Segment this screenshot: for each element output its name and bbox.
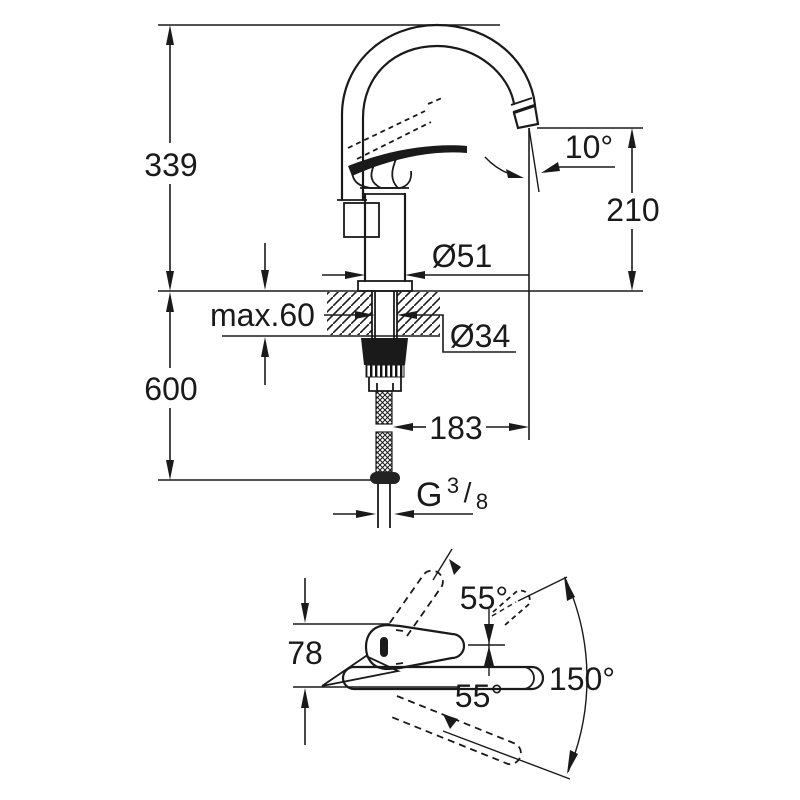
label-handle-swing-up: 55° xyxy=(460,580,508,616)
spout-outer-arc xyxy=(340,23,537,202)
label-overall-height: 339 xyxy=(144,147,197,183)
dim-78: 78 xyxy=(287,578,323,745)
spout-plan xyxy=(341,665,545,691)
dim-183: 183 xyxy=(393,410,529,446)
spout-inner-arc xyxy=(361,44,516,202)
dim-max60: max.60 xyxy=(210,243,315,385)
lever-handle xyxy=(348,145,467,176)
dim-210: 210 xyxy=(606,128,660,291)
dim-dia34: Ø34 xyxy=(324,311,516,354)
mounting-shank xyxy=(371,291,398,338)
spout-down-ghost xyxy=(388,695,522,766)
spout-joint-line-1 xyxy=(510,97,533,106)
side-box xyxy=(343,202,380,238)
base-flange xyxy=(357,280,413,292)
dim-55-lower: 55° xyxy=(388,678,571,780)
handle-plan xyxy=(364,623,466,671)
handle-dome xyxy=(351,156,413,195)
dim-339: 339 xyxy=(144,25,198,291)
hose-collar xyxy=(370,472,400,484)
side-view: 339 600 max.60 210 xyxy=(144,23,660,528)
label-body-depth: 78 xyxy=(287,635,323,671)
label-thread-size: G 3 / 8 xyxy=(416,473,488,514)
dim-150: 150° xyxy=(549,576,615,774)
swivel-150-arc xyxy=(564,577,588,773)
mounting-nut xyxy=(361,338,408,392)
handle-slot-mark xyxy=(380,637,388,657)
dim-600: 600 xyxy=(144,292,198,480)
spout-end-cap xyxy=(522,666,535,690)
top-view: 78 55° xyxy=(287,548,615,780)
handle-flare xyxy=(321,654,401,687)
spout-joint-line-2 xyxy=(512,104,535,113)
spout-up-ghost-tip xyxy=(492,589,531,626)
faucet-body xyxy=(337,23,540,292)
label-body-diameter: Ø51 xyxy=(432,238,492,274)
dim-dia51: Ø51 xyxy=(322,238,529,279)
spout-axis-tilted-line xyxy=(528,127,540,193)
label-spout-reach: 183 xyxy=(429,410,482,446)
label-spout-to-deck: 210 xyxy=(606,192,659,228)
handle-axis xyxy=(468,609,505,676)
label-shank-diameter: Ø34 xyxy=(450,318,510,354)
label-hose-clearance: 600 xyxy=(144,371,197,407)
deck-hatch xyxy=(327,292,440,335)
label-deck-thickness: max.60 xyxy=(210,297,315,333)
handle-raised-ghost xyxy=(347,97,443,160)
dim-55-upper: 55° xyxy=(460,576,568,626)
dim-g38: G 3 / 8 xyxy=(333,473,488,518)
label-spout-swivel: 150° xyxy=(549,661,615,697)
label-handle-swing-down: 55° xyxy=(455,678,503,714)
aerator-tip xyxy=(512,104,540,130)
handle-up-ghost xyxy=(388,548,461,637)
supply-hose xyxy=(370,390,400,528)
dim-10deg: 10° xyxy=(484,127,615,193)
label-spout-angle: 10° xyxy=(565,129,613,165)
